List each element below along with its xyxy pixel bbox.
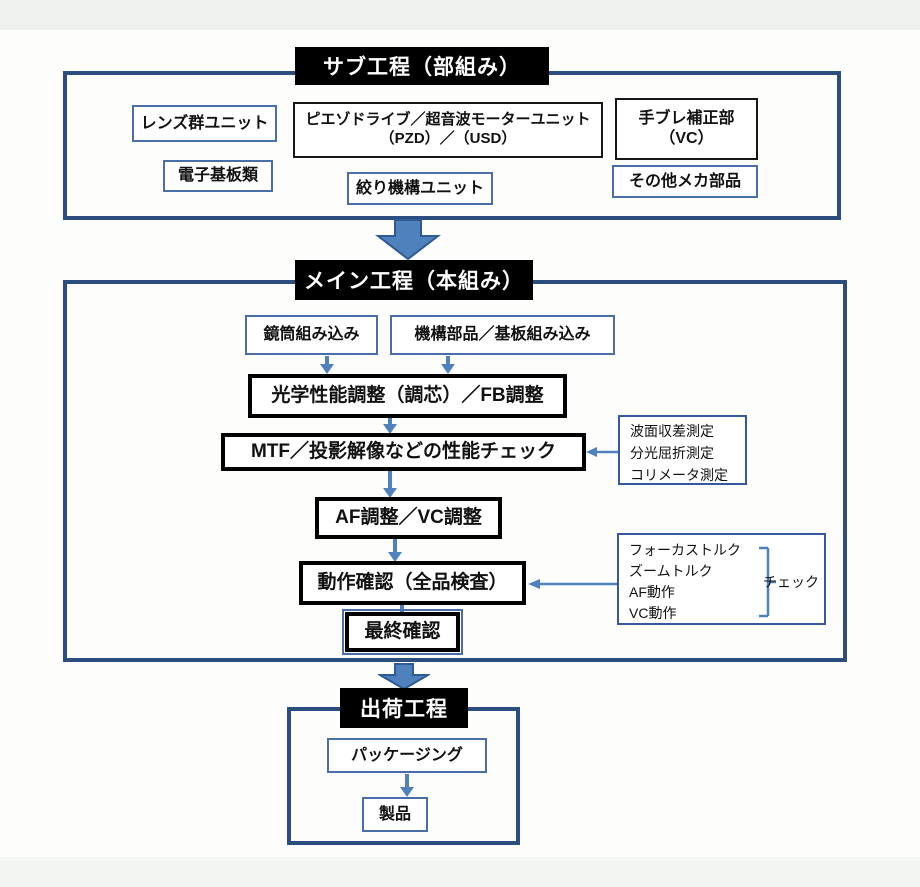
check-item: VC動作 [629,605,677,621]
big-arrow-down-icon [378,663,430,690]
box-electronic-boards: 電子基板類 [163,160,273,192]
box-vc-unit: 手ブレ補正部 （VC） [615,98,758,160]
box-vc-line1: 手ブレ補正部 [638,110,735,127]
check-item: ズームトルク [629,563,713,579]
check-item: フォーカストルク [629,542,741,558]
shipping-header: 出荷工程 [340,688,468,728]
arrow-down-icon [400,774,414,797]
top-band [0,0,920,30]
bracket-icon [759,546,776,618]
measure-item: コリメータ測定 [630,467,728,483]
check-item: AF動作 [629,584,675,600]
box-mtf-performance-check: MTF／投影解像などの性能チェック [221,433,586,471]
check-label: チェック [763,574,819,590]
box-piezo-usd-unit: ピエゾドライブ／超音波モーターユニット （PZD）／（USD） [293,102,603,158]
arrow-down-icon [383,471,397,498]
arrow-down-icon [320,356,334,374]
box-piezo-line2: （PZD）／（USD） [379,130,517,147]
arrow-down-icon [441,356,455,374]
arrow-left-icon [586,447,618,457]
arrow-left-icon [528,579,617,589]
box-aperture-unit: 絞り機構ユニット [347,172,493,205]
box-barrel-assembly: 鏡筒組み込み [245,315,378,355]
measure-item: 波面収差測定 [630,423,714,439]
check-list-box: フォーカストルク ズームトルク AF動作 VC動作 チェック [617,533,826,625]
box-operation-check: 動作確認（全品検査） [299,561,526,605]
box-af-vc-adjustment: AF調整／VC調整 [315,497,502,539]
box-final-check: 最終確認 [342,609,463,655]
box-piezo-line1: ピエゾドライブ／超音波モーターユニット [305,111,591,129]
main-process-header: メイン工程（本組み） [295,260,533,300]
arrow-down-icon [388,539,402,562]
arrow-down-icon [383,418,397,434]
measure-item: 分光屈折測定 [630,445,714,461]
sub-process-header: サブ工程（部組み） [295,47,549,85]
box-optical-adjustment: 光学性能調整（調芯）／FB調整 [248,374,567,418]
big-arrow-down-icon [375,219,441,261]
box-lens-group-unit: レンズ群ユニット [132,105,277,142]
box-product: 製品 [362,797,428,832]
box-packaging: パッケージング [327,738,487,773]
box-vc-line2: （VC） [659,130,714,147]
box-mech-board-assembly: 機構部品／基板組み込み [390,315,615,355]
bottom-band [0,857,920,887]
box-other-mech-parts: その他メカ部品 [612,165,758,198]
measurement-list-box: 波面収差測定 分光屈折測定 コリメータ測定 [618,415,747,485]
